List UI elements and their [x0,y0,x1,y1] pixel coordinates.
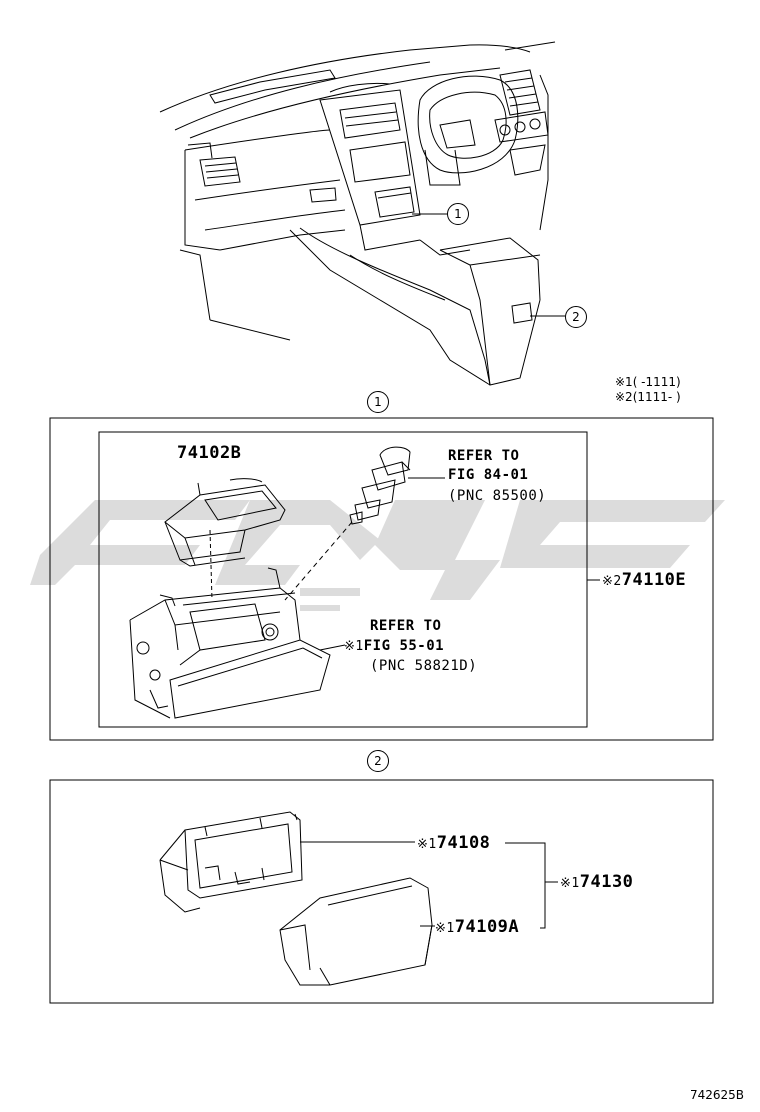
part-number-74110e[interactable]: ※274110E [602,570,686,590]
tray-74102b-drawing [164,478,286,601]
illustration-code: 742625B [690,1088,745,1102]
part-number-74108[interactable]: ※174108 [417,833,490,853]
callout-1-section[interactable]: 1 [367,391,389,413]
part-74130-number: 74130 [579,872,634,892]
part-74109a-number: 74109A [454,917,520,937]
dashboard-overview-drawing [159,41,556,386]
refer-2-pnc: (PNC 58821D) [370,658,478,674]
lighter-drawing [284,446,445,601]
refer-2-fig: FIG 55-01 [363,638,445,654]
assembly-mark: ※2 [602,574,622,589]
part-74108-mark: ※1 [417,837,437,852]
note-1: ※1( -1111) [615,375,681,389]
watermark-logo [30,500,725,611]
refer-1-pnc: (PNC 85500) [448,488,547,504]
refer-2-line1: REFER TO [370,618,442,634]
overview-leaders [412,213,565,317]
refer-2-mark: ※1 [344,639,364,654]
part-74130-mark: ※1 [560,876,580,891]
console-box-drawing [129,567,346,719]
frame-74108-drawing [159,811,415,913]
refer-1-fig-link[interactable]: FIG 84-01 [448,467,529,483]
callout-2-section[interactable]: 2 [367,750,389,772]
section-1-outer-box [49,417,714,741]
section-2-box [49,779,714,1004]
callout-2-overview[interactable]: 2 [565,306,587,328]
bracket-74130 [505,842,558,929]
part-number-74109a[interactable]: ※174109A [435,917,519,937]
part-number-74102b[interactable]: 74102B [177,443,242,463]
part-number-74130[interactable]: ※174130 [560,872,633,892]
assembly-number: 74110E [621,570,687,590]
refer-1-line1: REFER TO [448,448,520,464]
part-74109a-mark: ※1 [435,921,455,936]
refer-2-fig-link[interactable]: ※1FIG 55-01 [344,638,444,654]
part-74108-number: 74108 [436,833,491,853]
note-2: ※2(1111- ) [615,390,681,404]
callout-1-overview[interactable]: 1 [447,203,469,225]
pocket-74109a-drawing [279,877,433,986]
